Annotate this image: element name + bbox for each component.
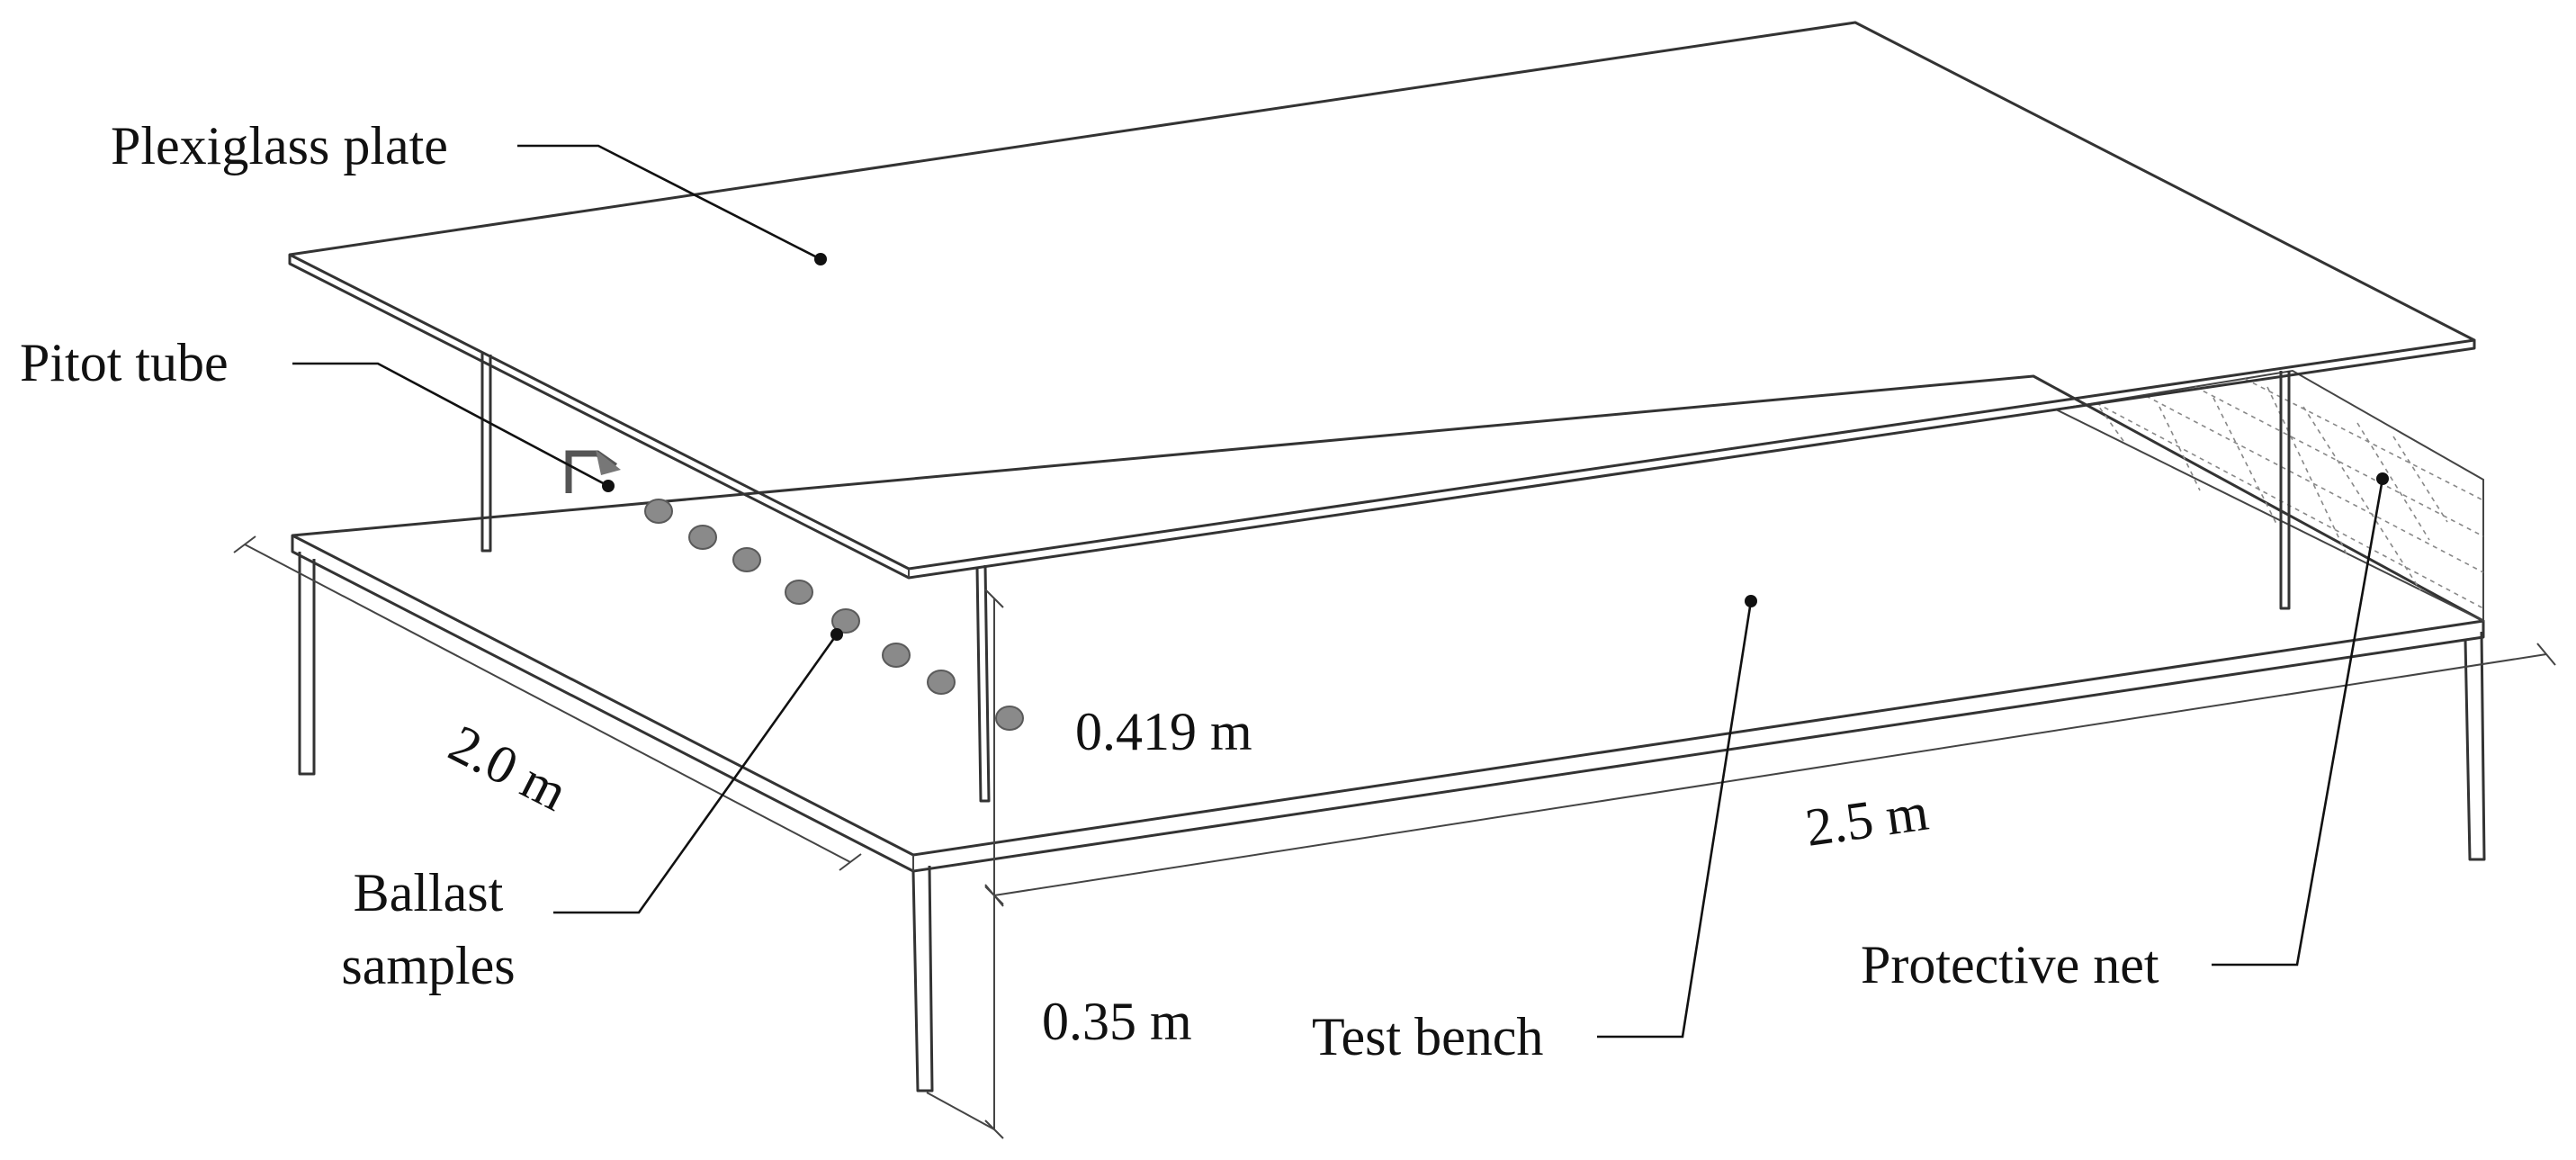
leader-test-bench (1597, 600, 1753, 1039)
bench-top (291, 374, 2485, 857)
leader-protective-net (2212, 478, 2384, 967)
dim-bench-height: 0.35 m (1042, 992, 1192, 1051)
label-ballast-line2: samples (341, 936, 515, 995)
protective-net (2052, 369, 2484, 623)
label-plexiglass-plate: Plexiglass plate (111, 116, 448, 175)
leader-plexiglass (517, 144, 821, 261)
label-pitot-tube: Pitot tube (20, 333, 229, 392)
bench-legs (298, 552, 2486, 1093)
dimension-lines (233, 535, 2556, 1139)
leader-lines (292, 144, 2389, 1039)
label-test-bench: Test bench (1312, 1007, 1543, 1066)
leader-pitot (292, 362, 609, 488)
pitot-tube (565, 450, 621, 493)
label-ballast-line1: Ballast (354, 863, 504, 922)
dim-length: 2.5 m (1802, 781, 1933, 857)
dim-gap-height: 0.419 m (1075, 702, 1252, 761)
dim-width: 2.0 m (440, 714, 577, 823)
ballast-samples (644, 499, 1024, 731)
plate-supports (480, 353, 2291, 803)
leader-ballast (553, 634, 839, 914)
plexiglass-plate (288, 21, 2476, 580)
label-protective-net: Protective net (1861, 935, 2159, 994)
